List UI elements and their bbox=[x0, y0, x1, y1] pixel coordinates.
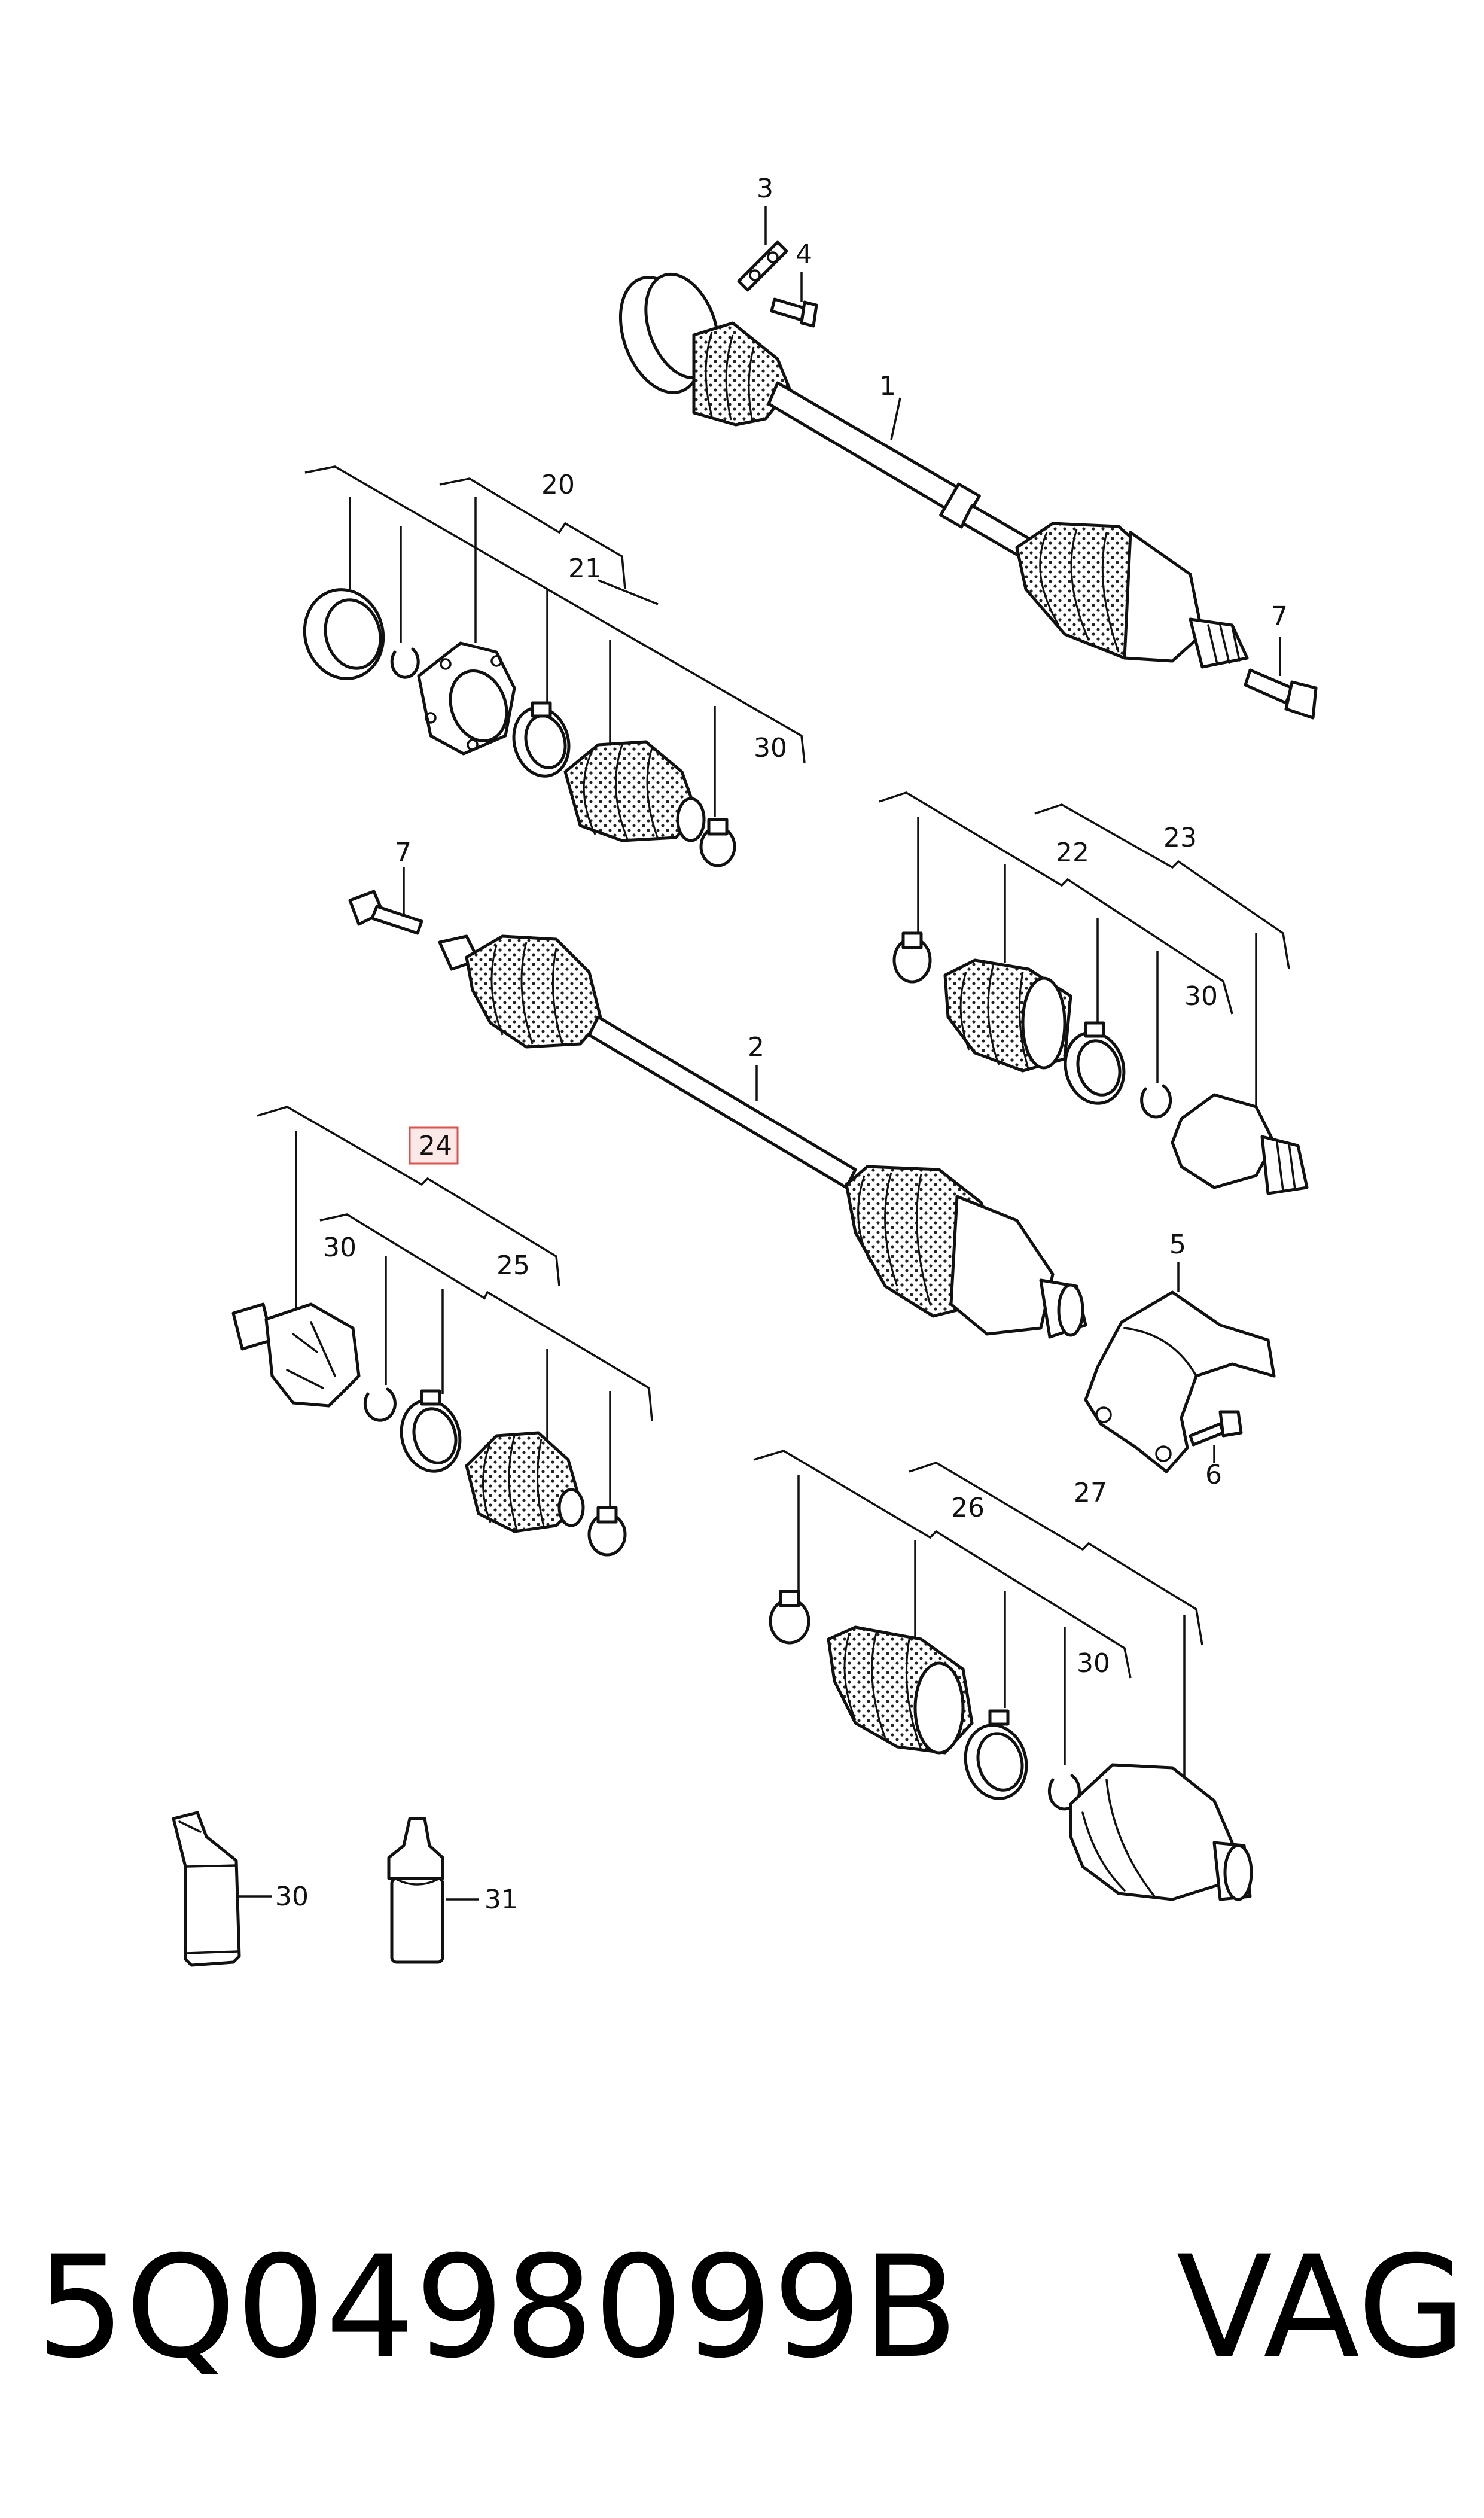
part-number: 5Q0498099B bbox=[36, 2226, 959, 2389]
outer-joint-right bbox=[1171, 1093, 1309, 1195]
label-24: 24 bbox=[419, 1131, 452, 1161]
bolt-6 bbox=[1189, 1410, 1243, 1447]
bolt-4 bbox=[770, 297, 818, 328]
boot-right bbox=[943, 958, 1072, 1073]
boot-bottom bbox=[827, 1625, 974, 1755]
small-clamp-bottom bbox=[769, 1590, 810, 1645]
label-31: 31 bbox=[484, 1884, 518, 1915]
label-1: 1 bbox=[879, 371, 896, 401]
label-30-tube: 30 bbox=[275, 1881, 309, 1912]
label-6: 6 bbox=[1205, 1460, 1222, 1490]
clamp-band-bottom bbox=[964, 1709, 1028, 1800]
label-30-upper: 30 bbox=[754, 733, 787, 763]
label-27: 27 bbox=[1074, 1478, 1107, 1508]
clamp-band-right bbox=[1064, 1021, 1126, 1105]
tab-washer-3 bbox=[737, 240, 788, 292]
small-clamp-right bbox=[892, 931, 932, 984]
label-26: 26 bbox=[951, 1493, 985, 1523]
bolt-7-middle bbox=[348, 890, 423, 935]
bolt-7-upper bbox=[1244, 668, 1318, 720]
kit-24-leaders bbox=[295, 1131, 611, 1511]
label-7-middle: 7 bbox=[395, 838, 412, 868]
boot-left bbox=[465, 1431, 585, 1533]
heat-shield-5 bbox=[1084, 1290, 1276, 1473]
label-4: 4 bbox=[796, 239, 812, 270]
kit-26-leaders bbox=[797, 1475, 1186, 1780]
label-5: 5 bbox=[1169, 1229, 1186, 1260]
small-clamp-left bbox=[587, 1506, 627, 1557]
inner-joint-bottom bbox=[1069, 1763, 1253, 1901]
grease-tube-30 bbox=[172, 1811, 241, 1967]
boot-upper-left bbox=[563, 740, 706, 842]
label-30-left: 30 bbox=[323, 1232, 356, 1263]
brand-name: VAG bbox=[1176, 2226, 1466, 2389]
kit-26-27-30-brackets bbox=[753, 1450, 1203, 1679]
label-22: 22 bbox=[1056, 838, 1089, 868]
footer: 5Q0498099B VAG bbox=[0, 2237, 1484, 2417]
kit-22-23-30-brackets bbox=[879, 791, 1290, 1015]
label-3: 3 bbox=[757, 173, 773, 204]
kit-24-25-30-brackets bbox=[257, 1106, 653, 1421]
dust-cover-ring bbox=[303, 588, 385, 680]
label-24-highlight bbox=[409, 1126, 459, 1165]
kit-20-21-30-brackets bbox=[304, 465, 806, 763]
circlip-right bbox=[1140, 1084, 1172, 1119]
kit-22-leaders bbox=[917, 817, 1257, 1119]
circlip-upper bbox=[390, 647, 420, 679]
label-20: 20 bbox=[541, 470, 575, 500]
bottle-31 bbox=[387, 1817, 444, 1964]
outer-joint-left bbox=[231, 1302, 361, 1408]
label-7-upper: 7 bbox=[1271, 601, 1288, 632]
drive-shaft-1 bbox=[618, 272, 1249, 669]
kit-20-leaders bbox=[349, 497, 716, 817]
small-clamp-upper bbox=[699, 818, 736, 867]
clamp-band-left bbox=[400, 1389, 462, 1473]
label-23: 23 bbox=[1163, 823, 1197, 853]
label-30-right: 30 bbox=[1184, 981, 1218, 1012]
label-25: 25 bbox=[496, 1250, 530, 1281]
clamp-band-upper bbox=[512, 701, 571, 778]
circlip-left bbox=[363, 1387, 397, 1422]
drive-shaft-2 bbox=[438, 934, 1087, 1339]
label-30-bottom: 30 bbox=[1077, 1648, 1110, 1679]
label-21: 21 bbox=[568, 553, 602, 584]
flange-housing bbox=[417, 641, 516, 756]
label-2: 2 bbox=[748, 1032, 764, 1062]
